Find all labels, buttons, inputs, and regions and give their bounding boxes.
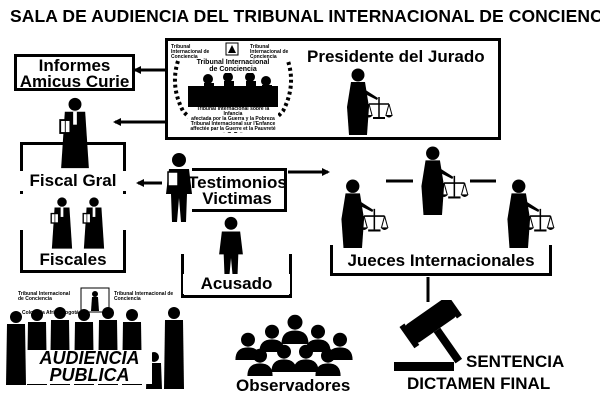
bench-caption-1: Tribunal Internacional sobre la Infancia [196,106,270,117]
tribunal-bench-image: Tribunal Internacional de Conciencia Tri… [168,41,298,137]
amicus-box: Informes Amicus Curie [14,54,135,91]
dictamen-label: DICTAMEN FINAL [407,374,551,393]
presidente-judge-icon [340,67,394,137]
fiscal-gral-label: Fiscal Gral [18,171,128,191]
bench-caption-2: afectada por la Guerra y la Pobreza [191,116,275,122]
bench-caption: Tribunal Internacional sobre la Infancia… [188,107,278,132]
justice-statue-icon [80,287,110,313]
bench-caption-4: affectée par la Guerre et la Pauvreté [190,126,276,132]
victim-icon [166,153,192,222]
amicus-label-line2: Amicus Curie [19,72,130,91]
acusado-label: Acusado [183,274,290,294]
audiencia-logo-left: Tribunal Internacional de Conciencia [18,291,70,302]
bench-banner: Tribunal Internacional de Conciencia [196,59,270,73]
audiencia-logo-right: Tribunal Internacional de Conciencia [114,291,174,302]
audiencia-publica-graphic: Tribunal Internacional de Conciencia Col… [2,285,192,395]
audiencia-line2: PUBLICA [49,365,130,385]
jueces-bracket [330,245,552,276]
juez-icon-right [500,178,556,250]
observadores-icon [235,314,353,376]
fiscales-label: Fiscales [39,250,107,269]
audiencia-line1: AUDIENCIA [39,348,140,368]
audiencia-logo-left-sub: Colombia Africa Bogotá [22,310,79,316]
bench-logo-right: Tribunal Internacional de Conciencia [250,44,289,60]
tribunal-bench-illustration [172,42,294,134]
bench-caption-3: Tribunal Internacional sur l'Enfance [190,121,276,127]
acusado-bracket [181,254,292,298]
fiscal-gral-bracket [20,142,126,194]
gavel-icon [394,300,463,371]
page-title: SALA DE AUDIENCIA DEL TRIBUNAL INTERNACI… [10,6,600,26]
observadores-label: Observadores [236,376,351,395]
juez-icon-left [334,178,390,250]
audiencia-label: AUDIENCIA PUBLICA [27,348,152,385]
amicus-label-line1: Informes [38,56,111,75]
testimonios-bracket [192,168,287,212]
bench-logo-left: Tribunal Internacional de Conciencia [171,44,210,60]
presidente-label: Presidente del Jurado [307,47,485,66]
jueces-label: Jueces Internacionales [347,251,535,270]
testimonios-label: Testimonios Victimas [188,173,287,208]
sentencia-label: SENTENCIA [466,352,565,371]
acusado-icon [216,216,246,280]
juez-icon-center [414,145,470,217]
fiscales-bracket [20,230,126,273]
testimonios-line1: Testimonios [188,173,287,192]
testimonios-line2: Victimas [202,189,272,208]
